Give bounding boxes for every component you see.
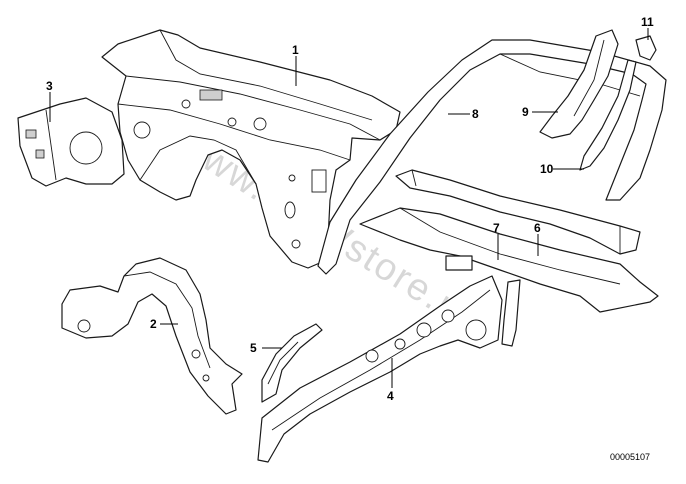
- part-11-clip[interactable]: [635, 35, 657, 61]
- callout-6: 6: [534, 221, 541, 235]
- leader-lines: [49, 28, 649, 388]
- part-5-bracket[interactable]: [261, 323, 323, 403]
- callout-5: 5: [250, 341, 257, 355]
- callout-4: 4: [387, 389, 394, 403]
- pillar: [501, 279, 521, 347]
- callout-3: 3: [46, 79, 53, 93]
- callout-9: 9: [522, 105, 529, 119]
- part-10-roof-rail[interactable]: [579, 59, 637, 171]
- callout-10: 10: [540, 162, 554, 176]
- callouts: 1 2 3 4 5 6 7 8 9 10 11: [46, 15, 654, 403]
- callout-2: 2: [150, 317, 157, 331]
- part-6-cross-member[interactable]: [359, 207, 659, 313]
- part-1-bulkhead[interactable]: [101, 29, 401, 269]
- part-4-support-member[interactable]: [257, 275, 503, 463]
- part-7-cross-beam[interactable]: [395, 169, 641, 255]
- callout-1: 1: [292, 43, 299, 57]
- callout-11: 11: [641, 15, 654, 29]
- part-2-wheel-arch[interactable]: [61, 257, 243, 415]
- part-3-side-panel[interactable]: [17, 97, 125, 187]
- callout-7: 7: [493, 221, 500, 235]
- part-9-roof-bow[interactable]: [539, 29, 619, 139]
- reference-number: 00005107: [610, 452, 650, 462]
- callout-8: 8: [472, 107, 479, 121]
